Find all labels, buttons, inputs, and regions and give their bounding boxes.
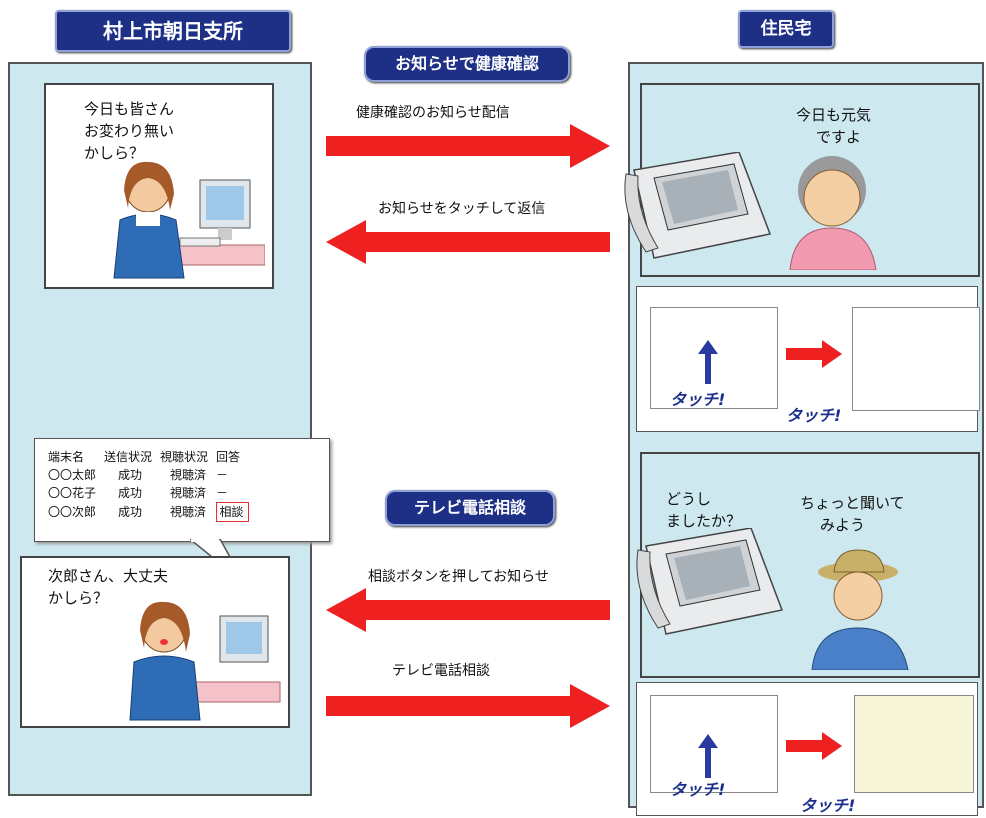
table-row: 〇〇花子 成功 視聴済 － [48,486,229,501]
status-table: 端末名 送信状況 視聴状況 回答 〇〇太郎 成功 視聴済 － 〇〇花子 成功 視… [48,448,249,522]
touch-label-4: タッチ! [800,796,856,815]
elder-man-speech: ちょっと聞いて みよう [800,494,905,534]
arrow-left-2 [326,220,610,264]
section2-title: テレビ電話相談 [385,490,555,526]
videophone-2 [636,528,784,635]
consult-answer: 相談 [215,502,249,522]
notice-screen-1 [650,307,778,409]
status-table-header: 端末名 送信状況 視聴状況 回答 [48,450,241,464]
operator-speech-top: 今日も皆さん お変わり無い かしら？ [84,100,175,162]
arrow-right-1 [326,124,610,168]
touch-label-1: タッチ! [670,390,726,409]
screen-arrow-2 [786,732,842,760]
arrow3-label: 相談ボタンを押してお知らせ [368,569,549,585]
screen-arrow-1 [786,340,842,368]
table-row: 〇〇次郎 成功 視聴済 相談 [48,502,249,522]
arrow-right-4 [326,684,610,728]
left-title: 村上市朝日支所 [55,10,291,52]
elder-woman-illustration [789,156,877,270]
touch-label-3: タッチ! [670,780,726,799]
operator-speech-bottom: 次郎さん、大丈夫 かしら？ [48,567,169,607]
elder-man-illustration [811,549,909,670]
arrow1-label: 健康確認のお知らせ配信 [356,105,510,121]
arrow4-label: テレビ電話相談 [392,663,490,679]
right-title: 住民宅 [738,10,834,48]
consult-screen-2 [854,695,974,793]
touch-arrow-2 [698,734,718,778]
elder-woman-speech: 今日も元気 ですよ [796,106,872,146]
touch-arrow-1 [698,340,718,384]
arrow2-label: お知らせをタッチして返信 [378,201,546,217]
table-row: 〇〇太郎 成功 視聴済 － [48,468,229,482]
section1-title: お知らせで健康確認 [364,46,570,82]
reply-screen-1 [852,307,980,411]
touch-label-2: タッチ! [786,406,842,425]
videophone-1 [624,152,772,259]
operator-ask-speech: どうし ましたか？ [666,490,742,530]
operator-illustration-bottom [129,601,281,721]
operator-illustration-top [113,161,265,279]
status-table-bubble [34,438,330,542]
arrow-left-3 [326,588,610,632]
